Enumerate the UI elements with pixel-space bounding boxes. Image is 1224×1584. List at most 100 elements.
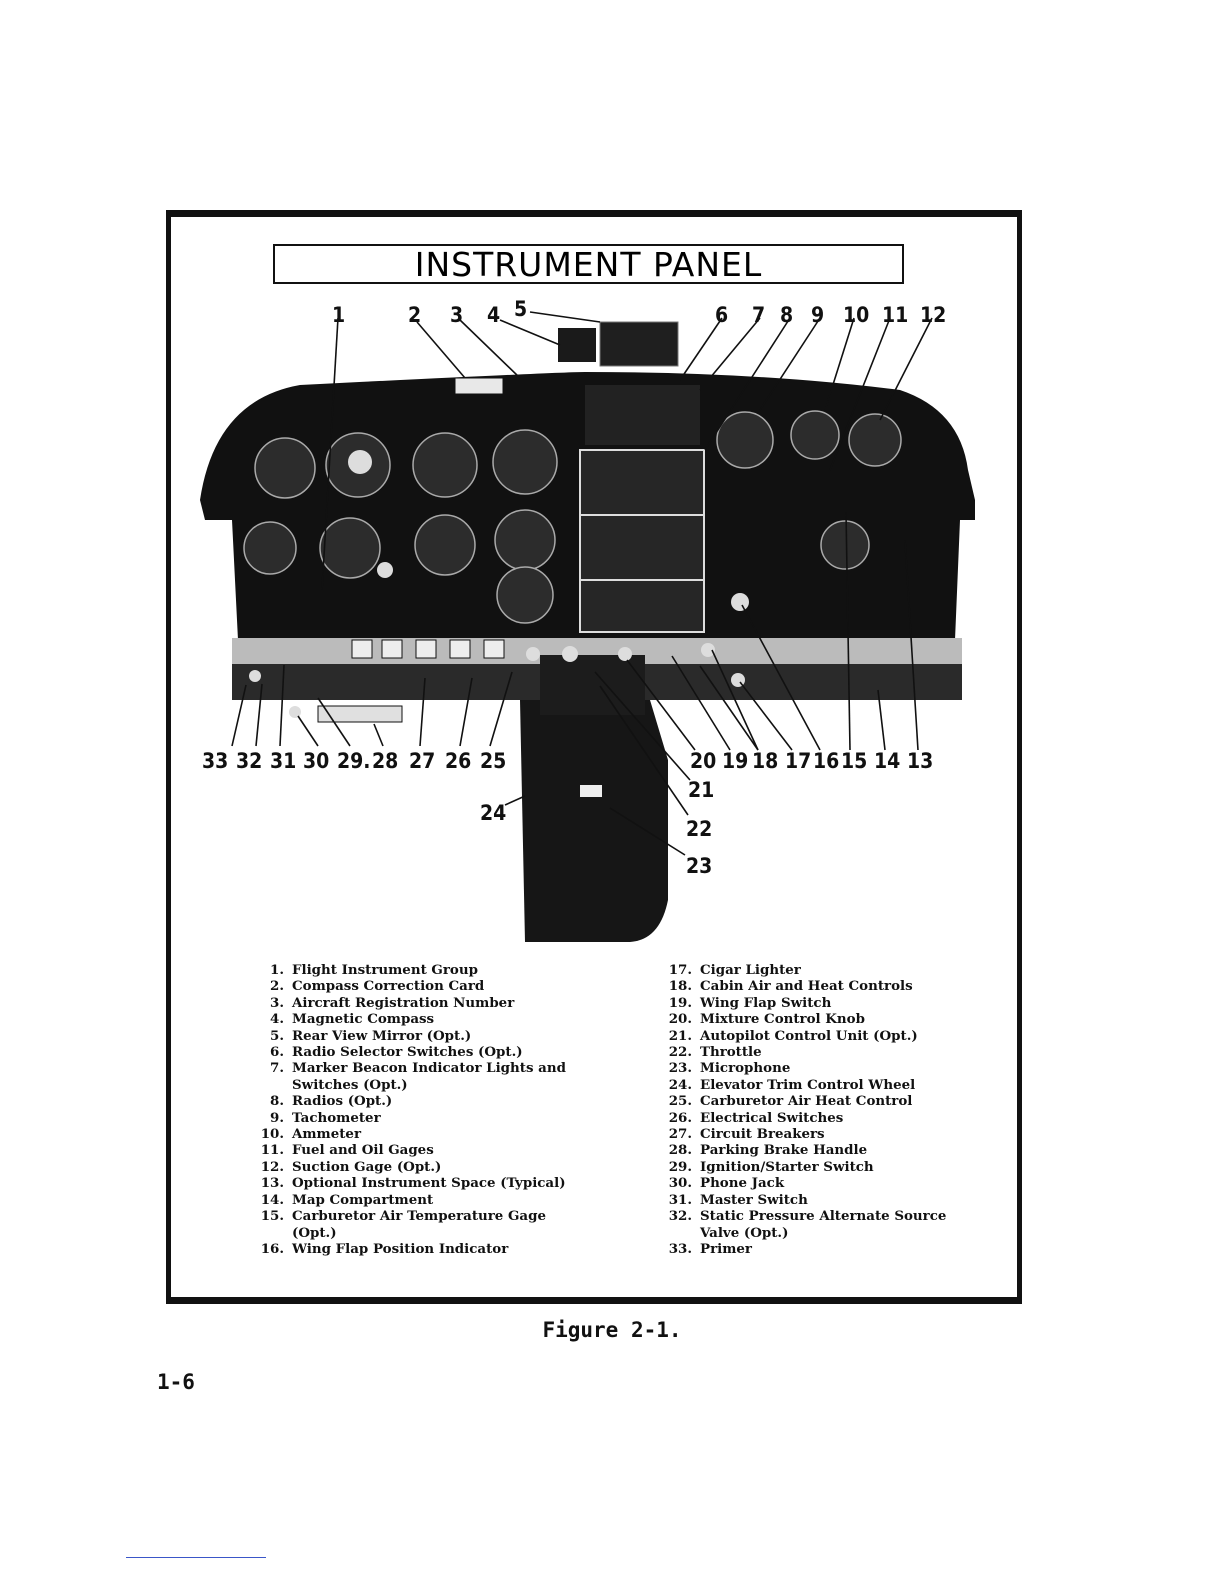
legend-item: 30. Phone Jack (660, 1175, 960, 1191)
compass-card (454, 377, 504, 395)
legend-item: 16.Wing Flap Position Indicator (252, 1241, 592, 1257)
legend-item: 32.Static Pressure Alternate Source Valv… (660, 1208, 960, 1241)
legend-item: 31.Master Switch (660, 1192, 960, 1208)
legend-item: 13. Optional Instrument Space (Typical) (252, 1175, 592, 1191)
legend-item-number: 21. (668, 1027, 692, 1044)
rear-view-mirror (599, 321, 679, 367)
legend-item-text: Ammeter (292, 1126, 362, 1143)
legend-item-text: Rear View Mirror (Opt.) (292, 1027, 472, 1044)
legend-item-text: Radio Selector Switches (Opt.) (292, 1044, 523, 1061)
callout-10: 10 (843, 303, 869, 327)
legend-item-text: Master Switch (700, 1191, 808, 1208)
callout-8: 8 (780, 303, 793, 327)
callout-18: 18 (752, 749, 778, 773)
legend-item: 5.Rear View Mirror (Opt.) (252, 1028, 592, 1044)
legend-item: 12. Suction Gage (Opt.) (252, 1159, 592, 1175)
legend-item-text: Optional Instrument Space (Typical) (292, 1175, 566, 1192)
legend-item: 11.Fuel and Oil Gages (252, 1142, 592, 1158)
legend-item-text: Elevator Trim Control Wheel (700, 1076, 916, 1093)
legend-item-number: 11. (260, 1142, 284, 1159)
callout-22: 22 (686, 817, 712, 841)
legend-item-number: 26. (668, 1109, 692, 1126)
legend-item-text: Aircraft Registration Number (292, 994, 515, 1011)
callout-16: 16 (813, 749, 839, 773)
callout-11: 11 (882, 303, 908, 327)
legend-item-number: 17. (668, 962, 692, 978)
callout-24: 24 (480, 801, 506, 825)
parking-brake-handle (317, 705, 403, 723)
legend-item-text: Suction Gage (Opt.) (292, 1158, 442, 1175)
legend-item-number: 29. (668, 1158, 692, 1175)
legend-item-text: Throttle (700, 1044, 762, 1061)
legend-item-text: Compass Correction Card (292, 978, 485, 995)
callout-25: 25 (480, 749, 506, 773)
legend-item-text: Phone Jack (700, 1175, 785, 1192)
callout-19: 19 (722, 749, 748, 773)
callout-28: 28 (372, 749, 398, 773)
callout-27: 27 (409, 749, 435, 773)
legend-item: 7.Marker Beacon Indicator Lights and Swi… (252, 1060, 592, 1093)
legend-item-text: Wing Flap Switch (700, 994, 832, 1011)
legend-item: 19. Wing Flap Switch (660, 995, 960, 1011)
legend-item-text: Static Pressure Alternate Source Valve (… (700, 1208, 947, 1241)
legend-item-number: 19. (668, 994, 692, 1011)
callout-6: 6 (715, 303, 728, 327)
legend-item-text: Wing Flap Position Indicator (292, 1240, 509, 1257)
callout-21: 21 (688, 778, 714, 802)
legend-item-number: 3. (270, 994, 284, 1011)
legend-item: 6. Radio Selector Switches (Opt.) (252, 1044, 592, 1060)
legend-item-text: Mixture Control Knob (700, 1011, 865, 1028)
legend-item-text: Ignition/Starter Switch (700, 1158, 874, 1175)
callout-2: 2 (408, 303, 421, 327)
legend-item-number: 25. (668, 1093, 692, 1110)
callout-33: 33 (202, 749, 228, 773)
legend-item: 24.Elevator Trim Control Wheel (660, 1077, 960, 1093)
legend-item-text: Primer (700, 1240, 752, 1257)
legend-item-text: Autopilot Control Unit (Opt.) (700, 1027, 918, 1044)
legend-item-number: 2. (270, 978, 284, 995)
legend-item-number: 22. (668, 1044, 692, 1061)
legend-item: 18.Cabin Air and Heat Controls (660, 978, 960, 994)
legend-item: 9.Tachometer (252, 1110, 592, 1126)
figure-caption: Figure 2-1. (542, 1318, 682, 1342)
legend-item-number: 13. (260, 1175, 284, 1192)
callout-17: 17 (785, 749, 811, 773)
callout-32: 32 (236, 749, 262, 773)
legend-item: 33. Primer (660, 1241, 960, 1257)
legend-item: 14.Map Compartment (252, 1192, 592, 1208)
legend-item: 29. Ignition/Starter Switch (660, 1159, 960, 1175)
legend-item: 15.Carburetor Air Temperature Gage (Opt.… (252, 1208, 592, 1241)
legend-item-number: 30. (668, 1175, 692, 1192)
legend-item-number: 20. (668, 1011, 692, 1028)
legend-item-number: 27. (668, 1126, 692, 1143)
figure-title: INSTRUMENT PANEL (273, 244, 904, 284)
callout-3: 3 (450, 303, 463, 327)
legend-item-text: Radios (Opt.) (292, 1093, 393, 1110)
legend-item-text: Map Compartment (292, 1191, 434, 1208)
callout-23: 23 (686, 854, 712, 878)
legend-item-number: 12. (260, 1158, 284, 1175)
legend-item-number: 4. (270, 1011, 284, 1028)
legend-item-number: 9. (270, 1109, 284, 1126)
legend-item-text: Carburetor Air Temperature Gage (Opt.) (292, 1208, 546, 1241)
legend-item-number: 33. (668, 1240, 692, 1257)
callout-12: 12 (920, 303, 946, 327)
callout-4: 4 (487, 303, 500, 327)
callout-7: 7 (752, 303, 765, 327)
legend-item-text: Carburetor Air Heat Control (700, 1093, 913, 1110)
compass-housing (558, 328, 596, 362)
legend-item: 25. Carburetor Air Heat Control (660, 1093, 960, 1109)
callout-29: 29. (337, 749, 370, 773)
legend-item-number: 8. (270, 1093, 284, 1110)
pedestal (520, 700, 668, 942)
legend-item: 10. Ammeter (252, 1126, 592, 1142)
legend-item: 26.Electrical Switches (660, 1110, 960, 1126)
callout-5: 5 (514, 297, 527, 321)
legend-item-number: 10. (260, 1126, 284, 1143)
legend-item: 8. Radios (Opt.) (252, 1093, 592, 1109)
legend-item: 27.Circuit Breakers (660, 1126, 960, 1142)
legend-item-text: Microphone (700, 1060, 791, 1077)
legend-item-number: 6. (270, 1044, 284, 1061)
